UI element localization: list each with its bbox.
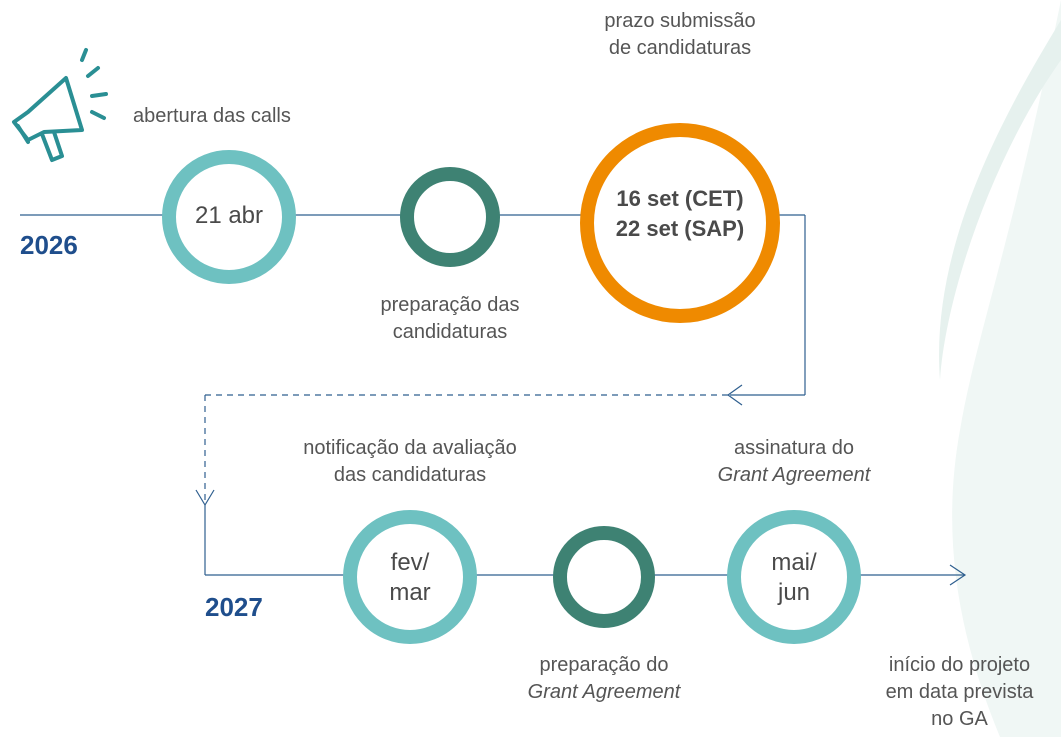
ga-signature-label-line2: Grant Agreement [717,464,871,486]
year-label-2027: 2027 [205,592,263,622]
ga-signature-label: assinatura do Grant Agreement [694,435,894,489]
preparation-label-line1: preparação das [380,294,520,316]
project-start-label-line2: em data prevista [885,681,1034,703]
project-start-label-line1: início do projeto [888,654,1031,676]
ga-signature-date: mai/ jun [744,548,844,608]
milestone-calls-opening-circle [162,150,296,284]
year-label-2026: 2026 [20,230,78,260]
deadline-date-cet: 16 set (CET) [616,186,744,211]
background-leaf-shape [952,0,1061,737]
milestone-ga-signature-circle [727,510,861,644]
deadline-label-line1: prazo submissão [604,10,756,32]
evaluation-date: fev/ mar [360,548,460,608]
timeline-end-arrowhead [949,564,967,586]
preparation-label: preparação das candidaturas [350,292,550,346]
evaluation-label-line2: das candidaturas [333,464,487,486]
milestone-preparation-circle [400,167,500,267]
project-start-label: início do projeto em data prevista no GA [862,652,1057,733]
calls-opening-label: abertura das calls [133,105,291,127]
deadline-label-line2: de candidaturas [608,37,752,59]
evaluation-date-line1: fev/ [390,549,430,576]
ga-preparation-label-line1: preparação do [539,654,669,676]
evaluation-label-line1: notificação da avaliação [303,437,517,459]
ga-signature-label-line1: assinatura do [733,437,855,459]
evaluation-label: notificação da avaliação das candidatura… [280,435,540,489]
project-start-label-line3: no GA [931,708,988,730]
preparation-label-line2: candidaturas [392,321,508,343]
calls-opening-date: 21 abr [194,202,264,229]
deadline-date-sap: 22 set (SAP) [615,216,745,241]
deadline-label: prazo submissão de candidaturas [580,8,780,62]
ga-signature-date-line1: mai/ [771,549,817,576]
ga-preparation-label: preparação do Grant Agreement [504,652,704,706]
ga-preparation-label-line2: Grant Agreement [527,681,681,703]
milestone-evaluation-circle [343,510,477,644]
ga-signature-date-line2: jun [777,579,811,606]
milestone-ga-preparation-circle [553,526,655,628]
milestone-deadline-circle [580,123,780,323]
megaphone-icon [12,48,108,162]
deadline-dates: 16 set (CET) 22 set (SAP) [590,184,770,244]
evaluation-date-line2: mar [389,579,431,606]
background-leaf-shape-2 [939,20,1061,380]
